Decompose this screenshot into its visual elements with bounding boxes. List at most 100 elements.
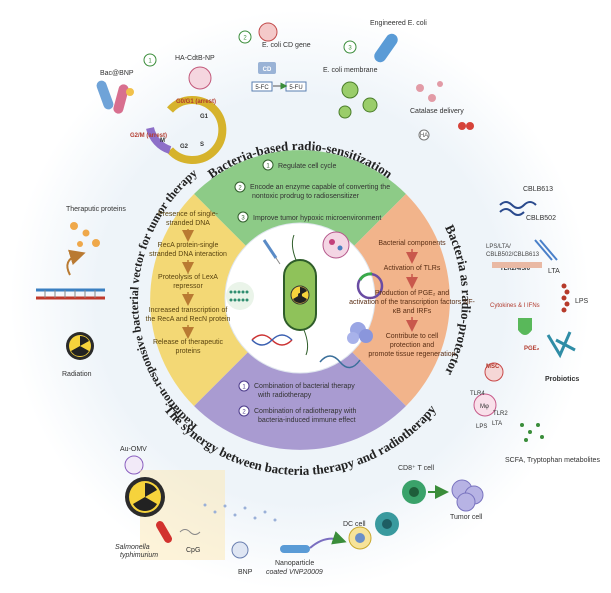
- salmonella-icon: [156, 521, 172, 543]
- svg-text:with radiotherapy: with radiotherapy: [257, 392, 312, 399]
- label-g1: G1: [200, 114, 209, 120]
- cell-cycle-icon: [146, 96, 227, 164]
- top-item-1-text: Regulate cell cycle: [278, 163, 336, 170]
- num-badge-3: 3: [343, 40, 357, 54]
- svg-text:Bacterial components: Bacterial components: [378, 240, 446, 247]
- label-radiation: Radiation: [62, 371, 92, 378]
- label-cblb613: CBLB613: [523, 186, 553, 193]
- t-cell-icon: [375, 512, 399, 536]
- num-badge-1: 1: [143, 53, 157, 67]
- ha-cdtb-np-icon: [188, 66, 212, 90]
- svg-text:promote tissue regeneration: promote tissue regeneration: [368, 351, 455, 358]
- svg-text:stranded DNA interaction: stranded DNA interaction: [149, 251, 227, 258]
- bacteria-bnp-icon: [96, 80, 134, 114]
- svg-text:κB and IRFs: κB and IRFs: [393, 308, 432, 315]
- lps-icon: [561, 283, 570, 313]
- shield-icon: [518, 318, 532, 335]
- membrane-bar: [492, 262, 542, 268]
- svg-text:HA: HA: [420, 133, 428, 139]
- au-omv-icon: [124, 455, 144, 475]
- svg-text:3: 3: [241, 216, 245, 222]
- label-cblb502: CBLB502: [526, 215, 556, 222]
- svg-text:Presence of single-: Presence of single-: [158, 211, 219, 218]
- label-g2m: G2/M (arrest): [130, 133, 167, 139]
- center-bacterium-icon: [283, 234, 317, 356]
- vnp-icon: [280, 545, 310, 553]
- svg-text:Production of PGE₂ and: Production of PGE₂ and: [375, 290, 449, 297]
- metabolites-icon: [520, 423, 544, 442]
- radiation-icon-left: [66, 332, 94, 360]
- label-tumor-cell: Tumor cell: [450, 514, 483, 521]
- svg-text:1: 1: [242, 385, 246, 391]
- svg-text:1: 1: [266, 164, 270, 170]
- svg-text:2: 2: [243, 36, 247, 42]
- svg-text:proteins: proteins: [176, 348, 201, 355]
- label-catalase: Catalase delivery: [410, 108, 464, 115]
- svg-text:Proteolysis of LexA: Proteolysis of LexA: [158, 274, 218, 281]
- svg-text:Contribute to cell: Contribute to cell: [386, 333, 439, 340]
- label-cytokines: Cytokines & I IFNs: [490, 303, 540, 309]
- probiotics-icon: [546, 331, 576, 359]
- svg-text:Release of therapeutic: Release of therapeutic: [153, 339, 224, 346]
- bottom-item-1: 1 Combination of bacterial therapy with …: [238, 380, 355, 399]
- dna-strand-icon: [36, 288, 105, 300]
- label-bac-bnp: Bac@BNP: [100, 70, 134, 77]
- top-item-3: 3 Improve tumor hypoxic microenvironment: [237, 211, 381, 223]
- label-mp: Mφ: [480, 404, 489, 410]
- top-item-2: 2 Encode an enzyme capable of converting…: [234, 181, 390, 200]
- lta-icon: [534, 239, 558, 261]
- label-au-omv: Au-OMV: [120, 446, 147, 453]
- plasmid-icon: [356, 272, 384, 300]
- ecoli-gene-icon: [258, 22, 278, 42]
- label-bnp: BNP: [238, 569, 253, 576]
- top-item-2-text-l1: Encode an enzyme capable of converting t…: [250, 184, 390, 191]
- label-salmonella-2: typhimurium: [120, 552, 158, 559]
- svg-text:Combination of bacterial thera: Combination of bacterial therapy: [254, 383, 355, 390]
- label-g0g1: G0/G1 (arrest): [176, 99, 216, 105]
- label-tlrs: TLR2/4/5/6: [500, 266, 531, 272]
- label-scfa: SCFA, Tryptophan metabolites: [505, 457, 600, 464]
- nanoparticle-icon: [322, 231, 350, 259]
- tumor-cell-icon: [451, 479, 484, 512]
- engineered-ecoli-icon: [374, 33, 398, 63]
- release-arrow: [66, 249, 86, 276]
- label-s: S: [200, 142, 204, 148]
- activation-arrow: [309, 531, 347, 549]
- label-salmonella: Salmonella: [115, 544, 150, 551]
- label-nano: Nanoparticle: [275, 560, 314, 567]
- label-dc-cell: DC cell: [343, 521, 366, 528]
- ha-icon: [418, 129, 430, 141]
- label-lta: LTA: [548, 268, 560, 275]
- msc-icon: [484, 362, 504, 382]
- label-pge2: PGE₂: [524, 346, 540, 352]
- top-item-3-text: Improve tumor hypoxic microenvironment: [253, 215, 381, 222]
- label-tlr4: TLR4: [470, 391, 485, 397]
- left-steps: Presence of single- stranded DNA RecA pr…: [146, 211, 231, 355]
- cpg-icon: [179, 529, 201, 535]
- bnp-icon: [231, 541, 249, 559]
- top-item-2-text-l2: nontoxic prodrug to radiosensitizer: [252, 193, 360, 200]
- particles-scatter: [203, 503, 277, 522]
- svg-text:3: 3: [348, 46, 352, 52]
- therapeutic-proteins-icon: [70, 222, 100, 247]
- bottom-item-2: 2 Combination of radiotherapy with bacte…: [238, 405, 356, 424]
- label-msc: MSC: [486, 364, 500, 370]
- fc-box: [251, 81, 273, 92]
- membrane-icon: [226, 282, 254, 310]
- flagellum-icon: [319, 355, 361, 369]
- svg-text:repressor: repressor: [173, 283, 203, 290]
- label-cpg: CpG: [186, 547, 200, 554]
- protein-cluster-icon: [347, 322, 373, 344]
- svg-text:Combination of radiotherapy wi: Combination of radiotherapy with: [254, 408, 356, 415]
- svg-text:2: 2: [242, 410, 246, 416]
- dna-icon: [251, 334, 293, 346]
- label-lps-lta: LPS/LTA/: [486, 244, 511, 250]
- label-lps: LPS: [575, 298, 589, 305]
- label-theraputic: Theraputic proteins: [66, 206, 126, 213]
- svg-text:5-FC: 5-FC: [255, 85, 269, 91]
- label-m: M: [160, 138, 165, 144]
- right-steps: Bacterial components Activation of TLRs …: [349, 240, 475, 358]
- svg-text:protection and: protection and: [390, 342, 434, 349]
- svg-text:the RecA and RecN protein: the RecA and RecN protein: [146, 316, 231, 323]
